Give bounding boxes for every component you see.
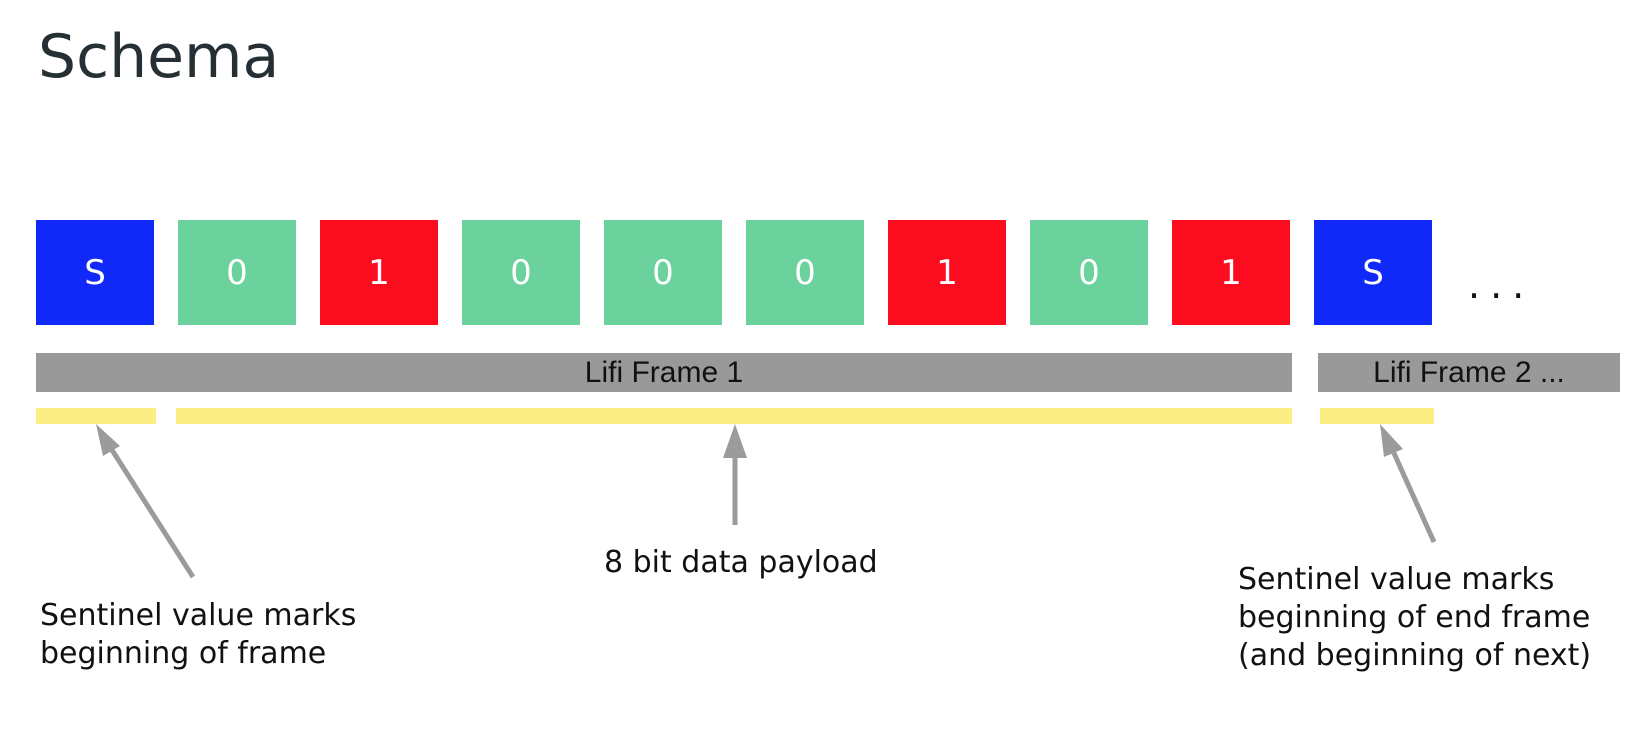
bit-cell-label: 0 <box>652 252 674 293</box>
annotation-sentinel-start: Sentinel value marks beginning of frame <box>40 597 356 673</box>
bit-cell-sentinel-start: S <box>36 220 154 325</box>
bit-cell-sentinel-next: S <box>1314 220 1432 325</box>
page-title: Schema <box>38 22 280 92</box>
highlight-payload <box>176 408 1292 424</box>
arrow-sentinel-start <box>96 424 196 579</box>
bit-cell-label: 0 <box>1078 252 1100 293</box>
arrow-payload <box>723 424 747 525</box>
bit-cell-label: 1 <box>1220 252 1242 293</box>
annotation-line: (and beginning of next) <box>1238 638 1592 673</box>
bit-cell-4: 0 <box>604 220 722 325</box>
frame-bar-2: Lifi Frame 2 ... <box>1318 353 1620 392</box>
bit-cell-2: 1 <box>320 220 438 325</box>
frame-bar-label: Lifi Frame 2 ... <box>1373 355 1565 389</box>
bit-cell-label: 0 <box>226 252 248 293</box>
bit-cell-label: 0 <box>510 252 532 293</box>
bit-cell-label: S <box>84 252 106 293</box>
bit-cell-6: 1 <box>888 220 1006 325</box>
annotation-line: beginning of frame <box>40 636 327 671</box>
bit-cell-label: 1 <box>936 252 958 293</box>
highlight-sentinel-next <box>1320 408 1434 424</box>
bit-cell-label: 0 <box>794 252 816 293</box>
annotation-line: 8 bit data payload <box>604 545 878 580</box>
bit-cell-3: 0 <box>462 220 580 325</box>
frame-bar-label: Lifi Frame 1 <box>584 355 744 389</box>
annotation-sentinel-end: Sentinel value marks beginning of end fr… <box>1238 561 1591 675</box>
bit-cell-label: S <box>1362 252 1384 293</box>
annotation-line: Sentinel value marks <box>1238 562 1555 597</box>
arrow-sentinel-end <box>1380 424 1437 544</box>
annotation-line: beginning of end frame <box>1238 600 1591 635</box>
frame-bar-1: Lifi Frame 1 <box>36 353 1292 392</box>
continuation-ellipsis: ... <box>1468 263 1535 307</box>
annotation-payload: 8 bit data payload <box>604 544 878 582</box>
bit-cell-label: 1 <box>368 252 390 293</box>
annotation-line: Sentinel value marks <box>40 598 357 633</box>
bit-cell-5: 0 <box>746 220 864 325</box>
bit-cell-8: 1 <box>1172 220 1290 325</box>
highlight-sentinel-start <box>36 408 156 424</box>
bit-cell-7: 0 <box>1030 220 1148 325</box>
bit-cell-1: 0 <box>178 220 296 325</box>
